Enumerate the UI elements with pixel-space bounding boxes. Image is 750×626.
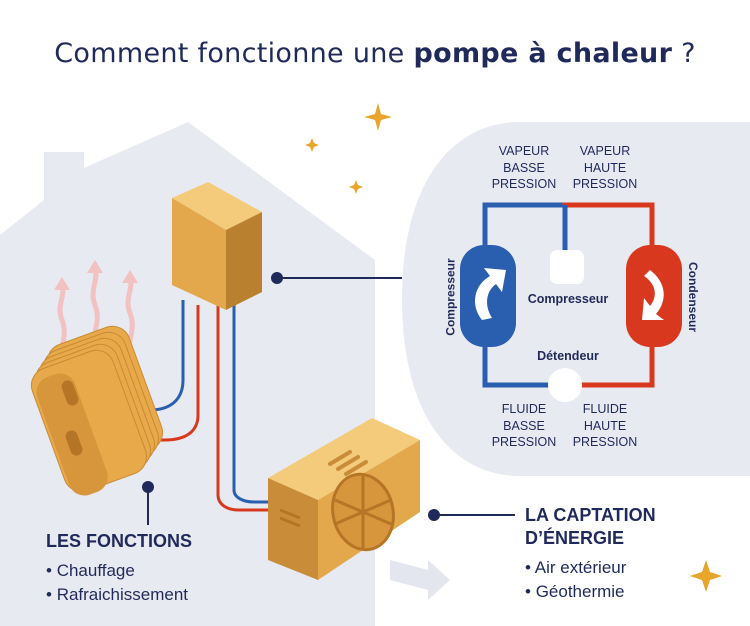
label-detendeur: Détendeur bbox=[537, 349, 599, 363]
indoor-unit-icon bbox=[172, 182, 262, 310]
page-title: Comment fonctionne une pompe à chaleur ? bbox=[54, 38, 696, 69]
captation-heading: LA CAPTATION D’ÉNERGIE bbox=[525, 505, 656, 548]
list-item: Géothermie bbox=[525, 580, 656, 604]
compressor-node bbox=[550, 250, 584, 284]
list-item: Air extérieur bbox=[525, 556, 656, 580]
fonctions-block: LES FONCTIONS Chauffage Rafraichissement bbox=[46, 530, 192, 607]
captation-block: LA CAPTATION D’ÉNERGIE Air extérieur Géo… bbox=[525, 504, 656, 604]
sparkle-icon bbox=[305, 103, 722, 592]
expansion-valve-node bbox=[548, 368, 582, 402]
condenser-icon bbox=[626, 245, 682, 347]
radiator-icon bbox=[30, 325, 164, 496]
label-compresseur-vertical: Compresseur bbox=[443, 258, 458, 336]
label-condenseur-vertical: Condenseur bbox=[686, 261, 701, 333]
fonctions-heading: LES FONCTIONS bbox=[46, 531, 193, 551]
outdoor-unit-icon bbox=[268, 418, 450, 600]
label-vapeur-basse-pression: VAPEUR BASSE PRESSION bbox=[491, 144, 557, 191]
label-vapeur-haute-pression: VAPEUR HAUTE PRESSION bbox=[572, 144, 638, 191]
label-fluide-haute-pression: FLUIDE HAUTE PRESSION bbox=[572, 402, 638, 449]
evaporator-icon bbox=[460, 245, 516, 347]
captation-list: Air extérieur Géothermie bbox=[525, 556, 656, 604]
label-compresseur-center: Compresseur bbox=[527, 292, 609, 306]
fonctions-list: Chauffage Rafraichissement bbox=[46, 559, 192, 607]
list-item: Chauffage bbox=[46, 559, 192, 583]
label-fluide-basse-pression: FLUIDE BASSE PRESSION bbox=[491, 402, 557, 449]
list-item: Rafraichissement bbox=[46, 583, 192, 607]
